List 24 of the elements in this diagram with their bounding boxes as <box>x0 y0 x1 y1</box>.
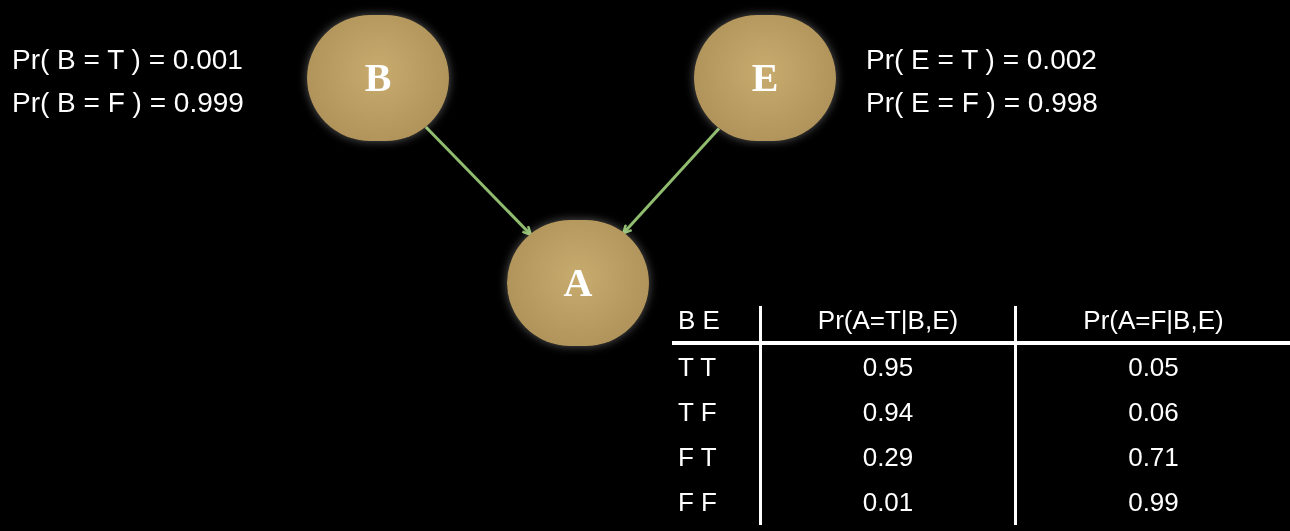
node-label: E <box>751 58 779 98</box>
table-value: F T <box>678 441 717 474</box>
table-value: 0.95 <box>862 351 914 384</box>
node-label: B <box>364 58 392 98</box>
probability-text: Pr( B = F ) = 0.999 <box>12 86 244 120</box>
probability-text: Pr( E = F ) = 0.998 <box>866 86 1098 120</box>
table-value: T F <box>678 396 717 429</box>
table-value: F F <box>678 486 717 519</box>
table-value: 0.99 <box>1128 486 1179 519</box>
column-header: B E <box>678 304 720 337</box>
node-label: A <box>563 263 593 303</box>
table-value: 0.29 <box>862 441 914 474</box>
arrow <box>622 127 721 235</box>
probability-text: Pr( B = T ) = 0.001 <box>12 43 244 77</box>
column-header: Pr(A=T|B,E) <box>817 304 959 337</box>
column-header: Pr(A=F|B,E) <box>1083 304 1224 337</box>
arrow <box>424 126 533 236</box>
table-value: 0.01 <box>862 486 914 519</box>
table-value: T T <box>678 351 717 384</box>
table-value: 0.06 <box>1128 396 1179 429</box>
probability-text: Pr( E = T ) = 0.002 <box>866 43 1098 77</box>
table-value: 0.71 <box>1128 441 1179 474</box>
table-value: 0.94 <box>862 396 914 429</box>
table-value: 0.05 <box>1128 351 1179 384</box>
